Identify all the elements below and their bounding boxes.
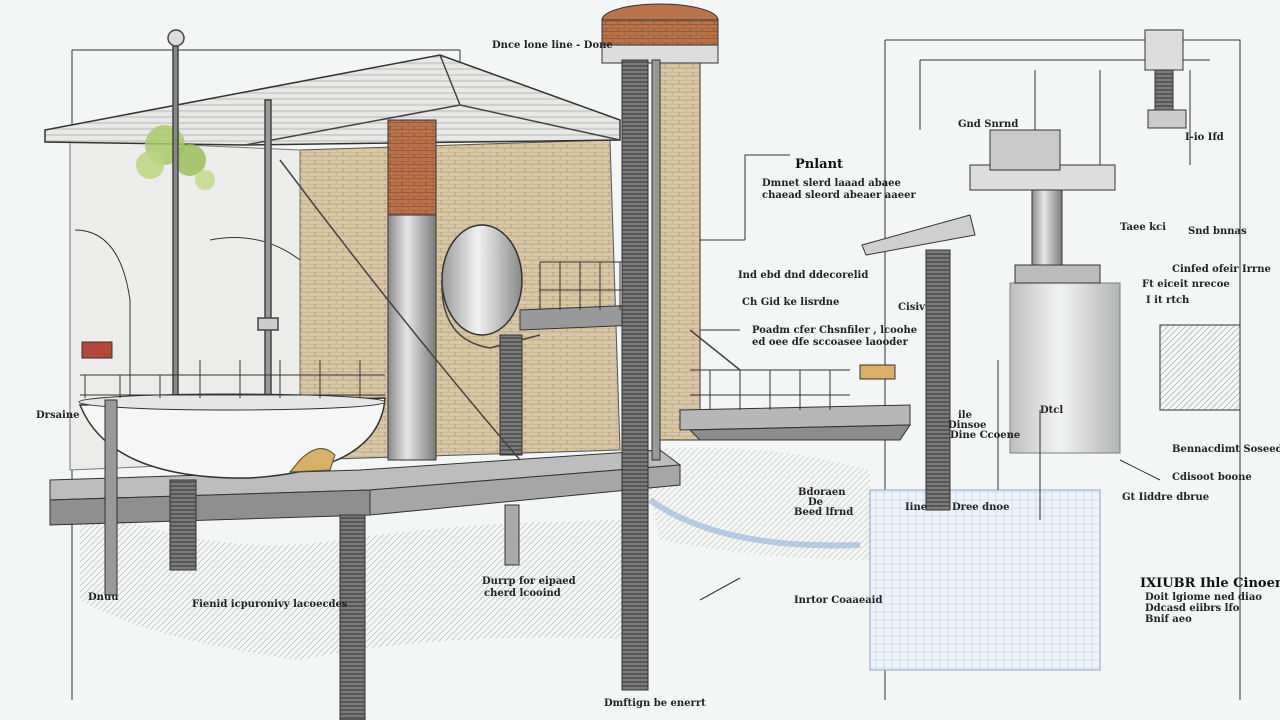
- label-lower2: De: [808, 497, 823, 508]
- right-platform: [679, 329, 911, 441]
- labels: Dnce lone line - Done Pnlant Dmnet slerd…: [36, 40, 1280, 709]
- label-r-low3: Gt Iiddre dbrue: [1122, 492, 1209, 503]
- label-r-mid3: Cinfed ofeir Irrne: [1172, 264, 1271, 275]
- lower-pipes: [104, 399, 520, 720]
- brick-column: [387, 119, 437, 461]
- railing-left: [80, 341, 385, 398]
- label-r-mid1: Taee kci: [1120, 222, 1166, 233]
- label-panel-line1: Dmnet slerd laaad abaee: [762, 178, 901, 189]
- label-r-mid2: Snd bnnas: [1188, 226, 1247, 237]
- label-panel-line2: chaead sleord abeaer aaeer: [762, 190, 916, 201]
- label-r-box3: Bnif aeo: [1145, 614, 1192, 625]
- label-mid3: Poadm cfer Chsnfiler , lcoohe: [752, 325, 917, 336]
- label-bottom-center: Dmftign be enerrt: [604, 698, 706, 709]
- label-r-top2: I-io Ifd: [1185, 132, 1224, 143]
- basin: [78, 393, 386, 479]
- water-area: [648, 489, 1101, 671]
- label-mid1: Ind ebd dnd ddecorelid: [738, 270, 868, 281]
- label-mid4: ed oee dfe sccoasee laooder: [752, 337, 909, 348]
- label-mid2: Ch Gid ke lisrdne: [742, 297, 839, 308]
- label-r-low2: Cdisoot boone: [1172, 472, 1252, 483]
- label-r-mid5: I it rtch: [1146, 295, 1190, 306]
- label-panel-heading: Pnlant: [795, 157, 843, 172]
- label-r-mid10: Dine Ccoene: [950, 430, 1020, 441]
- label-r-mid4: Ft eiceit nrecoe: [1142, 279, 1230, 290]
- label-r-mid8: ile: [958, 410, 972, 421]
- label-r-low5: Dree dnoe: [952, 502, 1009, 513]
- label-bottom-mid3: Inrtor Coaaeaid: [794, 595, 882, 606]
- label-bottom-left: Fienid icpuronivy lacoecdes: [192, 599, 348, 610]
- right-column: [861, 29, 1241, 511]
- label-top-center: Dnce lone line - Done: [492, 40, 613, 51]
- label-bottom-mid2: cherd lcooind: [484, 588, 561, 599]
- label-lower1: Bdoraen: [798, 487, 846, 498]
- diagonal-cable: [279, 159, 521, 461]
- label-lower3: Beed lfrnd: [794, 507, 853, 518]
- leader-lines: [699, 70, 1191, 601]
- label-r-box-title: IXIUBR Ihle Cinoenes: [1140, 576, 1280, 591]
- label-r-mid7: Dtcl: [1040, 405, 1063, 416]
- label-bottom-mid1: Durrp for eipaed: [482, 576, 576, 587]
- tall-tower: [601, 3, 719, 691]
- tank: [441, 224, 541, 456]
- label-left-bottom-tag: Dnuu: [88, 592, 118, 603]
- label-r-box2: Ddcasd eiibrs lfo: [1145, 603, 1240, 614]
- label-r-mid9: Dinsoe: [948, 420, 986, 431]
- label-r-low1: Bennacdimt Soseed: [1172, 444, 1280, 455]
- label-r-mid6: Cisiv: [898, 302, 926, 313]
- label-left-side: Drsaine: [36, 410, 79, 421]
- label-r-box1: Doit lgiome ned diao: [1145, 592, 1262, 603]
- roof: [44, 54, 621, 146]
- main-platform: [49, 449, 682, 526]
- label-r-low4: Iine: [905, 502, 927, 513]
- label-r-top1: Gnd Snrnd: [958, 119, 1018, 130]
